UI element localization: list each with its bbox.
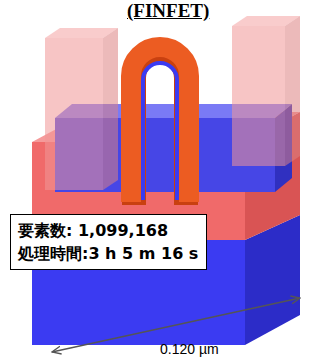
- info-text: 要素数: 1,099,168: [18, 219, 199, 242]
- info-text: 処理時間:3 h 5 m 16 s: [18, 242, 199, 265]
- title: (FINFET): [127, 0, 209, 22]
- info-box: 要素数: 1,099,168処理時間:3 h 5 m 16 s: [10, 214, 207, 270]
- dimension-label: 0.120 µm: [160, 341, 219, 357]
